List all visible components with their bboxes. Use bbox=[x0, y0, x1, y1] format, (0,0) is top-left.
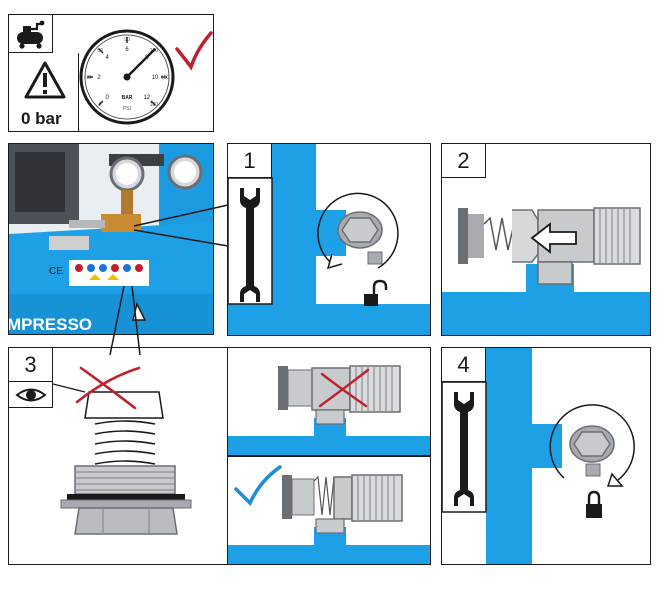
step-3-panel: 3 bbox=[8, 347, 228, 565]
step-1-number: 1 bbox=[228, 144, 272, 178]
gauge-bar-tick-label: 6 bbox=[125, 47, 129, 53]
step-1-panel: 1 bbox=[227, 143, 431, 336]
pressure-gauge: 024681012 0306090120150180 BAR PSI bbox=[79, 29, 213, 125]
gauge-unit-psi: PSI bbox=[123, 106, 131, 112]
gauge-needle bbox=[126, 48, 156, 78]
gauge-psi-tick-label: 30 bbox=[86, 75, 92, 81]
compressor-icon-box bbox=[9, 15, 53, 53]
warning-icon bbox=[24, 61, 66, 99]
gauge-bar-tick-label: 10 bbox=[152, 75, 159, 81]
brand-text: MPRESSO bbox=[9, 315, 92, 334]
step-3-correct-panel bbox=[227, 456, 431, 565]
rotate-arrow-icon bbox=[317, 192, 399, 269]
gauge-psi-tick-label: 0 bbox=[99, 102, 102, 108]
gauge-tick bbox=[150, 100, 156, 106]
gauge-psi-tick-label: 180 bbox=[150, 102, 159, 108]
pressure-label: 0 bar bbox=[21, 109, 62, 128]
step-3-number: 3 bbox=[9, 348, 53, 382]
warning-box: 0 bar bbox=[9, 53, 79, 131]
eye-icon bbox=[15, 388, 47, 402]
wrong-cross-icon bbox=[318, 368, 370, 408]
cross-mark-icon bbox=[75, 366, 141, 410]
info-box: 0 bar 024681012 0306090120150180 BAR PSI bbox=[8, 14, 214, 132]
rotate-arrow-icon bbox=[549, 404, 635, 481]
gauge-psi-tick-label: 60 bbox=[97, 48, 103, 54]
gauge-psi-tick-label: 150 bbox=[161, 75, 170, 81]
gauge-unit-bar: BAR bbox=[122, 95, 133, 101]
step-2-panel: 2 bbox=[441, 143, 651, 336]
step-4-number: 4 bbox=[442, 348, 486, 382]
step-3-wrong-panel bbox=[227, 347, 431, 456]
correct-check-icon bbox=[234, 465, 282, 507]
svg-text:CE: CE bbox=[49, 266, 63, 277]
gauge-bar-tick-label: 2 bbox=[97, 75, 101, 81]
gauge-tick bbox=[98, 100, 104, 106]
compressor-icon bbox=[17, 20, 45, 49]
gauge-bar-tick-label: 4 bbox=[106, 55, 110, 61]
gauge-bar-tick-label: 12 bbox=[143, 95, 150, 101]
gauge-bar-tick-label: 0 bbox=[106, 95, 110, 101]
gauge-psi-tick-label: 90 bbox=[124, 37, 130, 43]
locked-padlock-icon bbox=[586, 490, 602, 518]
wrench-icon bbox=[454, 392, 474, 506]
step-2-number: 2 bbox=[442, 144, 486, 178]
wrench-icon bbox=[240, 188, 260, 302]
check-mark-icon bbox=[175, 31, 213, 71]
gauge-tick bbox=[98, 48, 104, 54]
step-4-panel: 4 bbox=[441, 347, 651, 565]
push-arrow-icon bbox=[530, 222, 577, 254]
unlocked-padlock-icon bbox=[364, 279, 388, 306]
inspect-box bbox=[9, 382, 53, 408]
compressor-photo: CE MPRESSO bbox=[8, 143, 214, 335]
